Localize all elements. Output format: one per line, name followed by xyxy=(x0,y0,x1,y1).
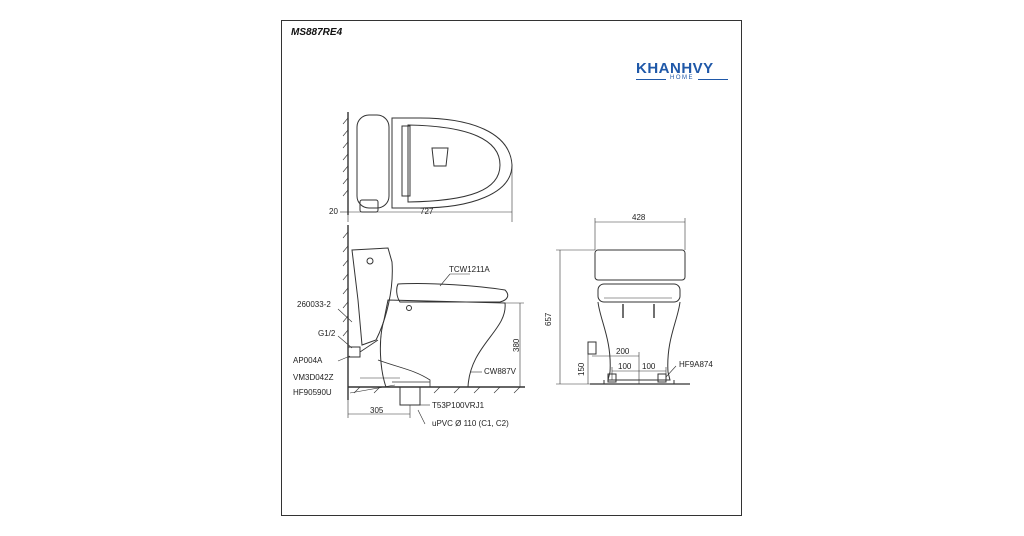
part-label-angle-valve: AP004A xyxy=(293,356,323,365)
part-label-nut: VM3D042Z xyxy=(293,373,334,382)
top-wall-hatch xyxy=(342,117,349,197)
top-outlet xyxy=(431,147,449,167)
logo-subline: HOME xyxy=(636,75,728,84)
dim-label-height: 657 xyxy=(544,312,553,326)
top-view xyxy=(340,112,513,222)
front-view xyxy=(556,218,690,385)
part-label-thread: G1/2 xyxy=(318,329,336,338)
side-view xyxy=(337,225,525,425)
part-label-hose: 260033-2 xyxy=(297,300,331,309)
dim-label-supply-offset: 200 xyxy=(616,347,630,356)
part-label-bowl: CW887V xyxy=(484,367,517,376)
dim-label-rough-in: 305 xyxy=(370,406,384,415)
logo-subtext: HOME xyxy=(670,75,694,81)
logo-wordmark: KHANHVY xyxy=(636,60,714,77)
side-tank xyxy=(351,247,393,346)
front-fixing-right xyxy=(657,373,667,383)
dim-label-wall-gap: 20 xyxy=(329,207,338,216)
supply-hose xyxy=(359,339,379,353)
top-seat-hinge xyxy=(401,125,411,197)
dim-label-width: 428 xyxy=(632,213,646,222)
dim-label-length: 727 xyxy=(420,207,434,216)
front-seat xyxy=(597,283,681,303)
part-label-bolt-set: HF90590U xyxy=(293,388,332,397)
dim-label-seat-height: 380 xyxy=(512,338,521,352)
side-wall-hatch xyxy=(342,231,349,337)
dim-label-supply-height: 150 xyxy=(577,362,586,376)
angle-valve xyxy=(347,346,361,358)
part-label-fixing: HF9A874 xyxy=(679,360,713,369)
dim-label-spacing-right: 100 xyxy=(642,362,656,371)
drawing-frame xyxy=(281,20,742,516)
flush-button xyxy=(366,257,374,265)
trap-path xyxy=(377,359,431,387)
side-seat xyxy=(396,282,509,303)
top-tank xyxy=(356,114,390,209)
dim-label-spacing-left: 100 xyxy=(618,362,632,371)
part-label-seat: TCW1211A xyxy=(449,265,490,274)
model-number: MS887RE4 xyxy=(291,27,343,38)
part-label-flange: T53P100VRJ1 xyxy=(432,401,485,410)
side-bowl-body xyxy=(379,299,506,388)
leader-lines xyxy=(337,273,482,425)
top-bowl-rim xyxy=(407,124,501,203)
brand-logo: KHANHVY HOME xyxy=(636,60,728,84)
front-supply-valve xyxy=(587,341,597,355)
floor-flange xyxy=(399,386,421,406)
side-seat-bolt xyxy=(406,305,412,311)
front-tank xyxy=(594,249,686,281)
part-label-pipe: uPVC Ø 110 (C1, C2) xyxy=(432,419,509,428)
